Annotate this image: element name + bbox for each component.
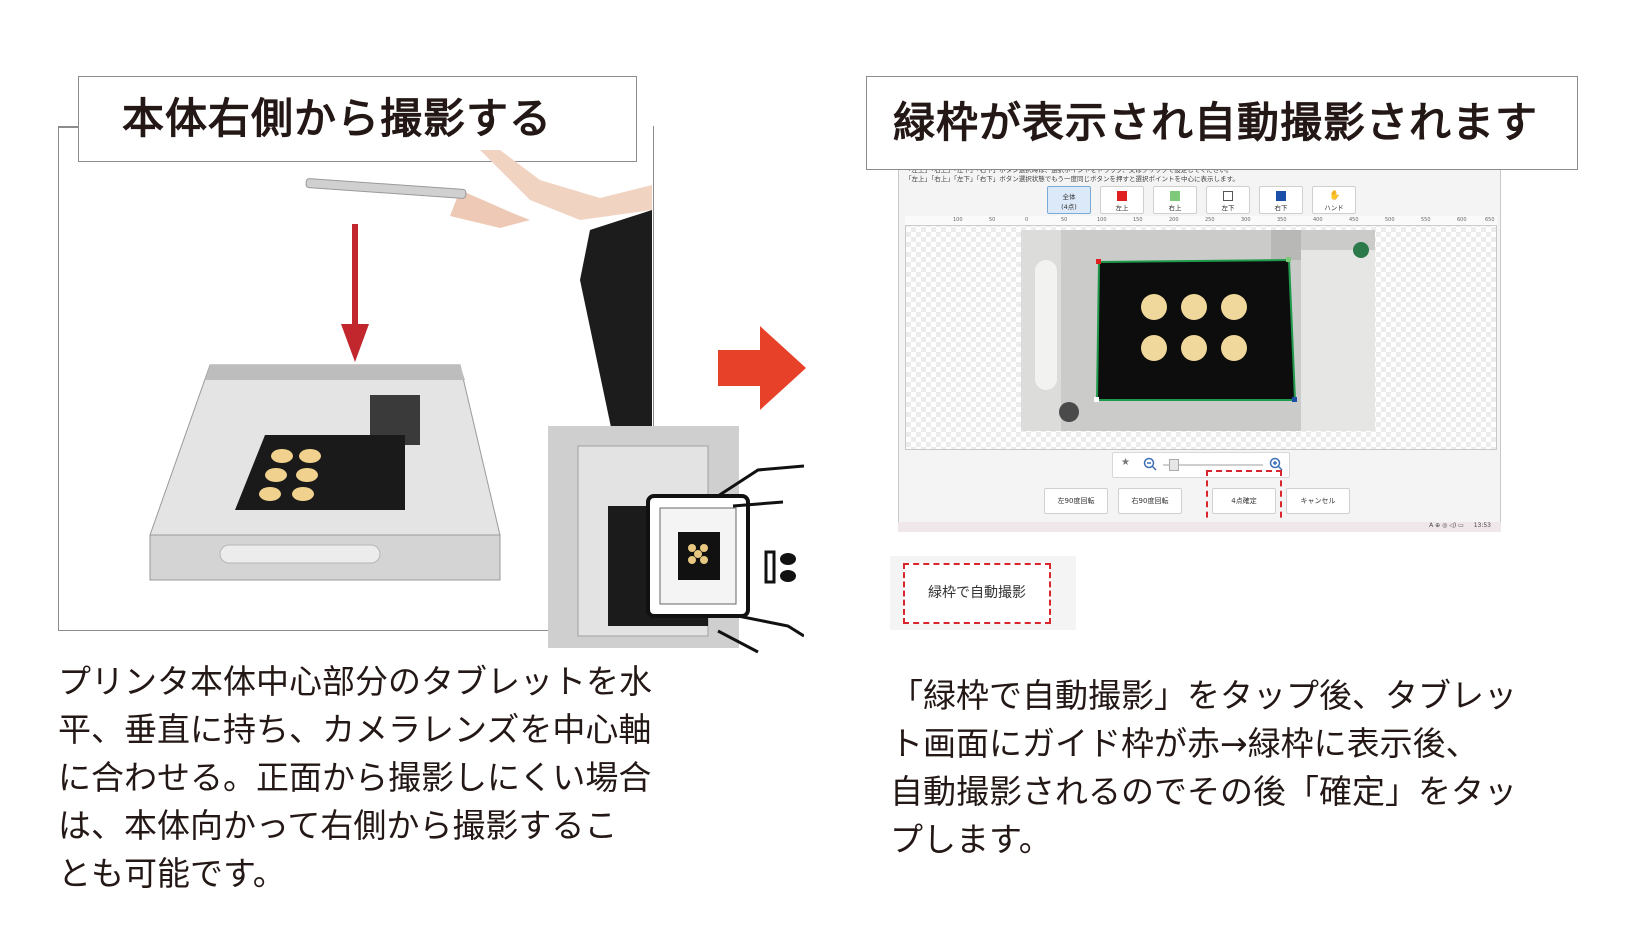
taskbar-icons: A ⊕ ◎ ◁) ▭ bbox=[1429, 522, 1464, 529]
right-description: 「緑枠で自動撮影」をタップ後、タブレッ ト画面にガイド枠が赤→緑枠に表示後、 自… bbox=[890, 676, 1517, 859]
left-description: プリンタ本体中心部分のタブレットを水 平、垂直に持ち、カメラレンズを中心軸 に合… bbox=[58, 662, 652, 893]
zoom-bar: ★ bbox=[1112, 452, 1290, 478]
ruler-tick: 100 bbox=[953, 217, 963, 223]
white-square-icon bbox=[1223, 191, 1233, 201]
tablet-hands-icon bbox=[548, 426, 804, 654]
tool-bottom-left[interactable]: 左下 bbox=[1206, 186, 1250, 214]
tool-top-left-label: 左上 bbox=[1115, 204, 1129, 212]
tool-hand[interactable]: ✋ ハンド bbox=[1312, 186, 1356, 214]
rotate-left-button[interactable]: 左90度回転 bbox=[1044, 488, 1108, 514]
tool-top-right-label: 右上 bbox=[1168, 204, 1182, 212]
right-arrow-icon bbox=[718, 326, 806, 410]
tool-bottom-right[interactable]: 右下 bbox=[1259, 186, 1303, 214]
zoom-in-icon[interactable] bbox=[1269, 457, 1283, 471]
app-instructions: 「左上」「右上」「左下」「右下」ボタン選択時は、選択ポイントをドラッグ、又はクリ… bbox=[905, 166, 1239, 183]
ruler-tick: 0 bbox=[1025, 217, 1029, 223]
tool-bottom-left-label: 左下 bbox=[1221, 204, 1235, 212]
tool-top-left[interactable]: 左上 bbox=[1100, 186, 1144, 214]
cancel-button[interactable]: キャンセル bbox=[1286, 488, 1350, 514]
ruler-tick: 200 bbox=[1169, 217, 1179, 223]
ruler-tick: 150 bbox=[1133, 217, 1143, 223]
captured-photo bbox=[1021, 230, 1375, 431]
green-frame-auto-capture-button[interactable]: 緑枠で自動撮影 bbox=[903, 563, 1051, 624]
ruler-tick: 450 bbox=[1349, 217, 1359, 223]
tool-top-right[interactable]: 右上 bbox=[1153, 186, 1197, 214]
blue-square-icon bbox=[1276, 191, 1286, 201]
ruler-tick: 350 bbox=[1277, 217, 1287, 223]
tool-all-points[interactable]: 全体 (4点) bbox=[1047, 186, 1091, 214]
ruler-tick: 550 bbox=[1421, 217, 1431, 223]
taskbar: A ⊕ ◎ ◁) ▭ 13:53 bbox=[898, 522, 1501, 532]
printer-photo-illustration bbox=[149, 150, 652, 581]
frame-line bbox=[59, 126, 83, 128]
taskbar-time: 13:53 bbox=[1473, 522, 1491, 529]
down-arrow-icon bbox=[341, 224, 369, 362]
ruler-tick: 50 bbox=[989, 217, 996, 223]
top-ruler: 100 50 0 50 100 150 200 250 300 350 400 … bbox=[905, 216, 1497, 226]
left-heading: 本体右側から撮影する bbox=[78, 76, 637, 162]
zoom-slider[interactable] bbox=[1163, 464, 1263, 466]
hand-icon: ✋ bbox=[1329, 191, 1341, 201]
ruler-tick: 50 bbox=[1061, 217, 1068, 223]
zoom-slider-thumb[interactable] bbox=[1169, 459, 1179, 471]
ruler-tick: 100 bbox=[1097, 217, 1107, 223]
red-square-icon bbox=[1117, 191, 1127, 201]
confirm-highlight bbox=[1206, 470, 1282, 528]
rotate-right-button[interactable]: 右90度回転 bbox=[1118, 488, 1182, 514]
green-square-icon bbox=[1170, 191, 1180, 201]
tool-bottom-right-label: 右下 bbox=[1274, 204, 1288, 212]
zoom-out-icon[interactable] bbox=[1143, 457, 1157, 471]
star-icon[interactable]: ★ bbox=[1121, 457, 1130, 468]
ruler-tick: 500 bbox=[1385, 217, 1395, 223]
ruler-tick: 400 bbox=[1313, 217, 1323, 223]
ruler-tick: 300 bbox=[1241, 217, 1251, 223]
left-panel-frame bbox=[58, 126, 654, 631]
right-heading: 緑枠が表示され自動撮影されます bbox=[866, 76, 1578, 170]
ruler-tick: 250 bbox=[1205, 217, 1215, 223]
confirm-4-points-button[interactable]: 4点確定 bbox=[1212, 488, 1276, 514]
ruler-tick: 650 bbox=[1485, 217, 1495, 223]
tool-all-label: 全体 (4点) bbox=[1061, 193, 1077, 211]
ruler-tick: 600 bbox=[1457, 217, 1467, 223]
tool-hand-label: ハンド bbox=[1324, 204, 1344, 212]
